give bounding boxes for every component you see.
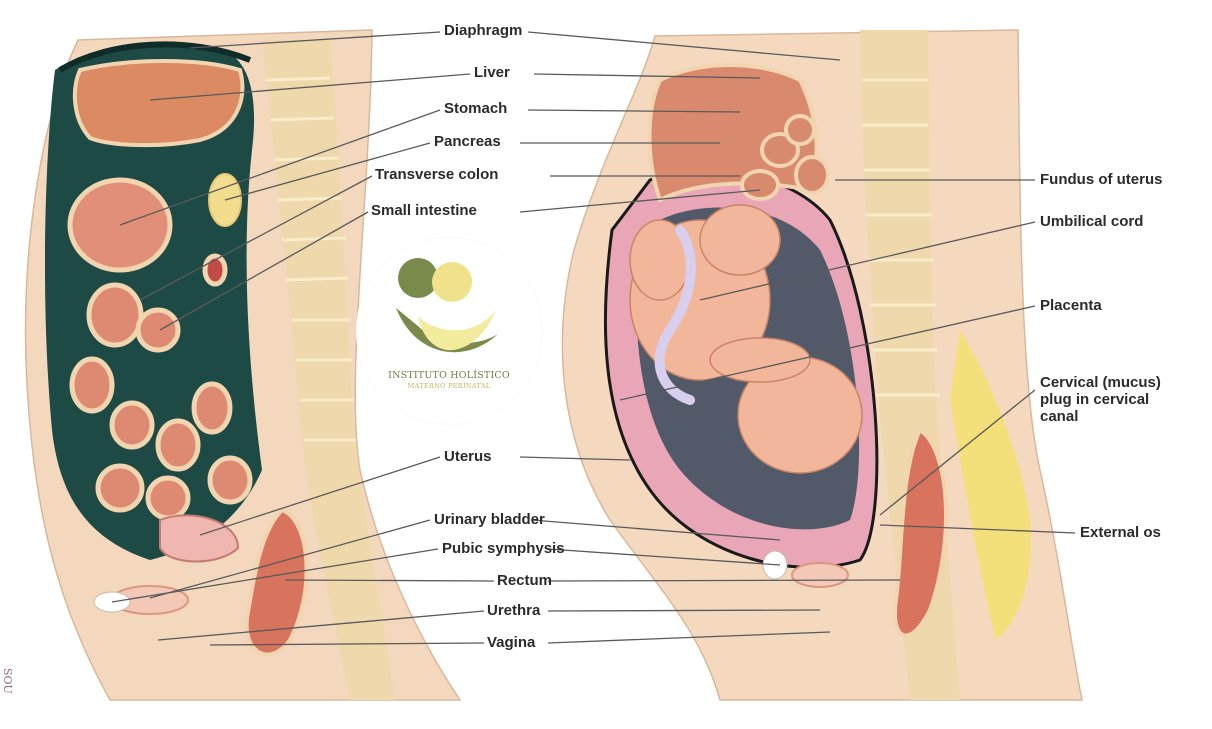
label-diaphragm: Diaphragm bbox=[444, 22, 522, 40]
label-placenta: Placenta bbox=[1040, 297, 1102, 315]
label-liver: Liver bbox=[474, 64, 510, 82]
label-vagina: Vagina bbox=[487, 634, 535, 652]
label-fundus-of-uterus: Fundus of uterus bbox=[1040, 171, 1163, 189]
right-bladder bbox=[792, 563, 848, 587]
logo-subtitle: MATERNO PERINATAL bbox=[356, 382, 542, 390]
label-external-os: External os bbox=[1080, 524, 1161, 542]
logo-emblem-icon bbox=[356, 238, 542, 424]
pregnant-section bbox=[562, 30, 1082, 700]
logo-title: INSTITUTO HOLÍSTICO bbox=[356, 370, 542, 381]
label-small-intestine: Small intestine bbox=[371, 202, 477, 220]
institute-logo: INSTITUTO HOLÍSTICO MATERNO PERINATAL bbox=[356, 238, 542, 424]
label-pancreas: Pancreas bbox=[434, 133, 501, 151]
label-pubic-symphysis: Pubic symphysis bbox=[442, 540, 565, 558]
label-cervical-plug: Cervical (mucus) plug in cervical canal bbox=[1040, 374, 1161, 425]
edge-watermark-text: SOU bbox=[0, 668, 14, 724]
label-urethra: Urethra bbox=[487, 602, 540, 620]
label-uterus: Uterus bbox=[444, 448, 492, 466]
label-urinary-bladder: Urinary bladder bbox=[434, 511, 545, 529]
label-stomach: Stomach bbox=[444, 100, 507, 118]
label-umbilical-cord: Umbilical cord bbox=[1040, 213, 1143, 231]
label-transverse-colon: Transverse colon bbox=[375, 166, 498, 184]
label-rectum: Rectum bbox=[497, 572, 552, 590]
left-liver bbox=[75, 61, 242, 145]
